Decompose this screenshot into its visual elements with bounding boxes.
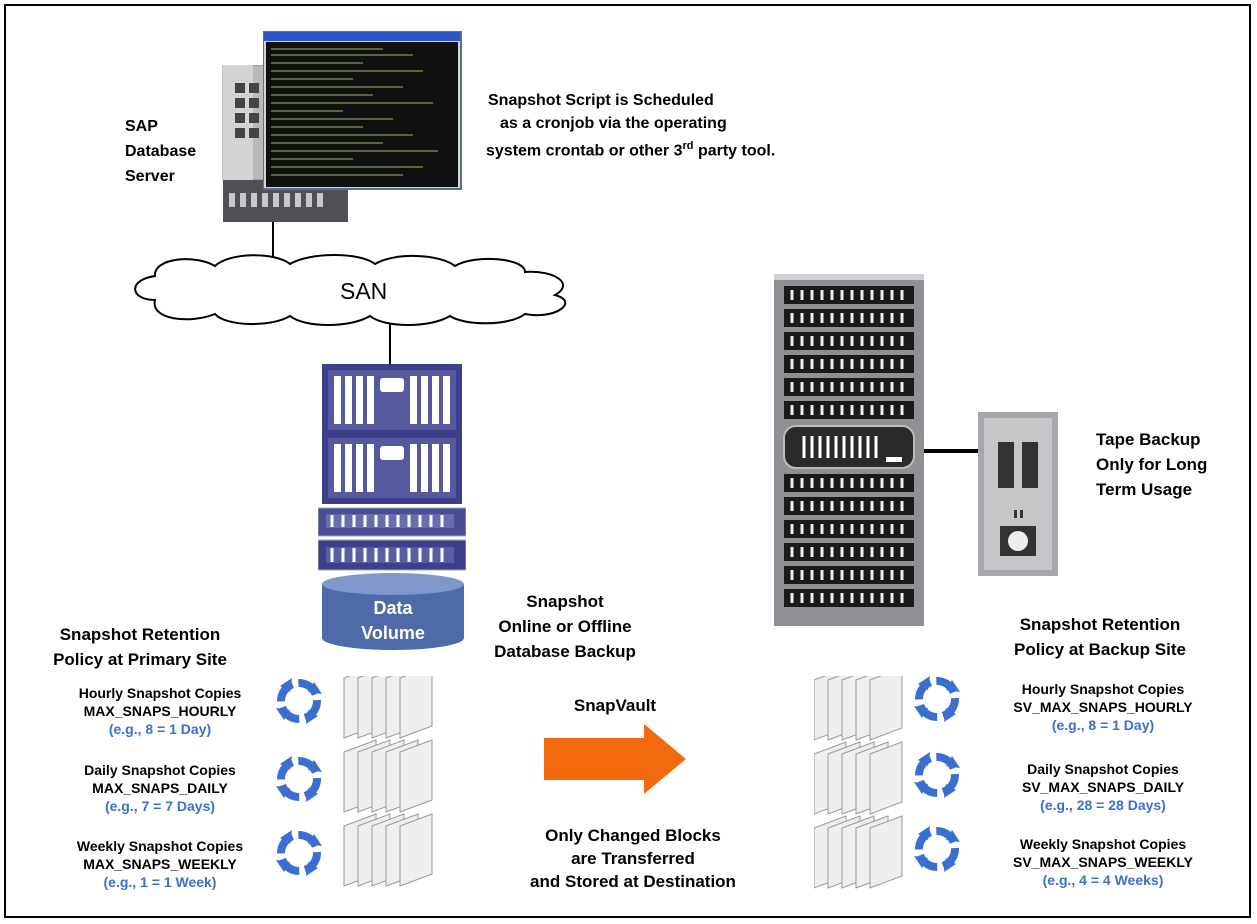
terminal-window-icon	[263, 31, 462, 190]
snapvault-label: SnapVault	[573, 696, 657, 715]
primary-storage-icon	[318, 364, 466, 571]
snapshot-pages-icon	[343, 676, 433, 739]
primary-policy-daily: Daily Snapshot Copies MAX_SNAPS_DAILY (e…	[40, 761, 280, 815]
policy-example: (e.g., 28 = 28 Days)	[1040, 797, 1166, 813]
snapvault-note-line3: and Stored at Destination	[530, 872, 736, 891]
backup-retention-title-line2: Policy at Backup Site	[1014, 640, 1186, 659]
snapvault-note-line2: are Transferred	[571, 849, 695, 868]
tape-backup-icon	[978, 412, 1058, 576]
server-label-line2: Database	[125, 143, 197, 160]
policy-name: Daily Snapshot Copies	[1027, 761, 1179, 777]
policy-name: Hourly Snapshot Copies	[1021, 681, 1185, 697]
policy-name: Weekly Snapshot Copies	[76, 838, 244, 854]
snapshot-backup-line2: Online or Offline	[498, 617, 632, 636]
primary-policy-hourly: Hourly Snapshot Copies MAX_SNAPS_HOURLY …	[40, 684, 280, 738]
tape-label: Tape Backup Only for Long Term Usage	[1096, 427, 1207, 502]
cycle-icon	[276, 678, 322, 724]
san-cloud-icon	[134, 254, 567, 326]
primary-retention-title-line2: Policy at Primary Site	[53, 650, 227, 669]
script-note-superscript: rd	[682, 140, 694, 152]
tape-label-line1: Tape Backup	[1096, 430, 1201, 449]
policy-name: Hourly Snapshot Copies	[78, 685, 242, 701]
script-note: Snapshot Script is Scheduled as a cronjo…	[486, 89, 775, 162]
data-volume-line2: Volume	[361, 623, 425, 643]
tape-label-line2: Only for Long	[1096, 455, 1208, 474]
backup-policy-weekly: Weekly Snapshot Copies SV_MAX_SNAPS_WEEK…	[978, 835, 1228, 889]
snapshot-backup-line1: Snapshot	[526, 592, 604, 611]
script-note-line3-end: party tool.	[693, 142, 776, 160]
data-volume-cylinder-icon	[322, 573, 464, 650]
policy-example: (e.g., 8 = 1 Day)	[1051, 717, 1155, 733]
server-label-line3: Server	[125, 168, 175, 185]
snapvault-arrow-icon	[544, 724, 686, 794]
backup-retention-title: Snapshot Retention Policy at Backup Site	[980, 612, 1220, 662]
policy-param: MAX_SNAPS_WEEKLY	[83, 856, 237, 872]
cycle-icon	[914, 676, 960, 722]
snapvault-note-line1: Only Changed Blocks	[545, 826, 721, 845]
policy-name: Weekly Snapshot Copies	[1019, 836, 1187, 852]
script-note-line3: system crontab or other 3	[486, 142, 683, 160]
primary-snapshot-icons	[274, 676, 433, 887]
snapshot-pages-icon	[814, 815, 903, 889]
cycle-icon	[276, 830, 322, 876]
backup-snapshot-icons	[814, 676, 974, 889]
snapshot-backup-label: Snapshot Online or Offline Database Back…	[460, 589, 670, 664]
primary-retention-title: Snapshot Retention Policy at Primary Sit…	[20, 622, 260, 672]
primary-retention-title-line1: Snapshot Retention	[59, 625, 221, 644]
backup-policy-hourly: Hourly Snapshot Copies SV_MAX_SNAPS_HOUR…	[978, 680, 1228, 734]
snapshot-pages-icon	[343, 739, 433, 813]
policy-param: MAX_SNAPS_HOURLY	[83, 703, 237, 719]
policy-param: SV_MAX_SNAPS_DAILY	[1021, 779, 1185, 795]
backup-policy-daily: Daily Snapshot Copies SV_MAX_SNAPS_DAILY…	[978, 760, 1228, 814]
policy-example: (e.g., 8 = 1 Day)	[108, 721, 212, 737]
snapshot-pages-icon	[814, 676, 903, 741]
snapvault-note: Only Changed Blocks are Transferred and …	[498, 824, 768, 893]
snapshot-pages-icon	[814, 741, 903, 815]
script-note-line2: as a cronjob via the operating	[500, 115, 727, 132]
data-volume-line1: Data	[373, 598, 413, 618]
tape-label-line3: Term Usage	[1096, 480, 1193, 499]
snapshot-backup-line3: Database Backup	[494, 642, 636, 661]
diagram-frame	[4, 4, 1251, 918]
policy-param: MAX_SNAPS_DAILY	[92, 780, 228, 796]
policy-example: (e.g., 1 = 1 Week)	[103, 874, 217, 890]
primary-policy-weekly: Weekly Snapshot Copies MAX_SNAPS_WEEKLY …	[40, 837, 280, 891]
server-label-line1: SAP	[125, 118, 158, 135]
policy-example: (e.g., 7 = 7 Days)	[104, 798, 216, 814]
backup-storage-rack-icon	[774, 274, 924, 626]
cycle-icon	[276, 756, 322, 802]
policy-param: SV_MAX_SNAPS_WEEKLY	[1013, 854, 1193, 870]
snapshot-pages-icon	[343, 813, 433, 887]
backup-retention-title-line1: Snapshot Retention	[1019, 615, 1181, 634]
cycle-icon	[914, 826, 960, 872]
script-note-line1: Snapshot Script is Scheduled	[488, 92, 714, 109]
cycle-icon	[914, 752, 960, 798]
data-volume-label: Data Volume	[350, 596, 436, 646]
policy-example: (e.g., 4 = 4 Weeks)	[1042, 872, 1164, 888]
policy-param: SV_MAX_SNAPS_HOURLY	[1013, 699, 1193, 715]
policy-name: Daily Snapshot Copies	[84, 762, 236, 778]
server-label: SAP Database Server	[125, 114, 196, 189]
san-label: SAN	[340, 278, 388, 304]
